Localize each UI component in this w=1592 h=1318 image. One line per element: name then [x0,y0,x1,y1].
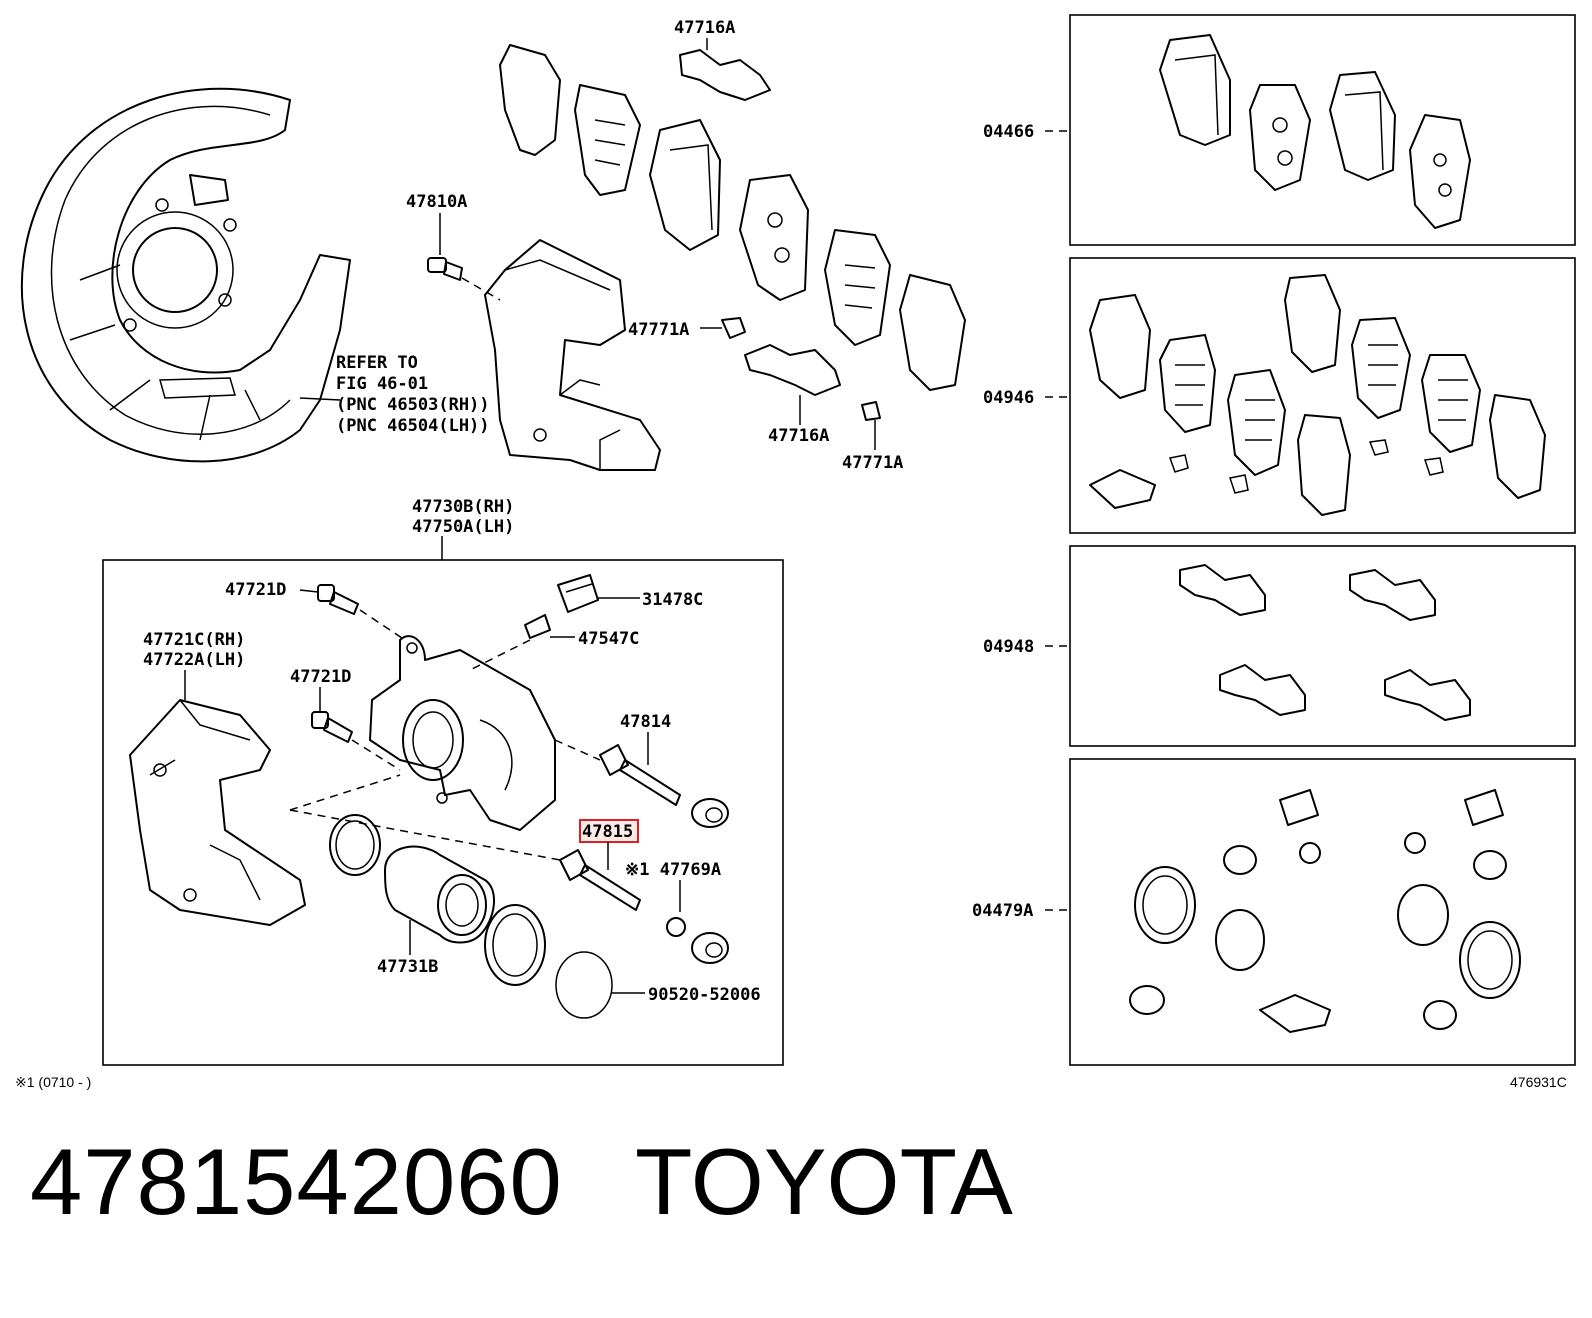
slide-pin-47814-drawing [599,744,681,806]
bleeder-cap-31478c-drawing [557,574,599,613]
kit-box-04479a [1069,758,1576,1066]
label-47721d-mid: 47721D [290,667,351,687]
caliper-body-drawing [369,635,556,831]
part-number: 4781542060 [30,1129,563,1234]
label-47815[interactable]: 47815 [582,822,633,842]
label-47716a-bottom: 47716A [768,426,829,446]
label-47814: 47814 [620,712,671,732]
bolt-47810a-drawing [427,257,463,281]
mounting-bracket-drawing [484,239,661,471]
label-47722a-lh: 47722A(LH) [143,650,245,670]
label-47716a-top: 47716A [674,18,735,38]
label-47750a-lh: 47750A(LH) [412,517,514,537]
label-04948[interactable]: 04948 [983,637,1034,657]
kit-box-04948 [1069,545,1576,747]
label-47730b-rh: 47730B(RH) [412,497,514,517]
label-47771a-right: 47771A [842,453,903,473]
label-47771a-left: 47771A [628,320,689,340]
label-refer-to: REFER TO [336,353,418,373]
label-refer-pnc-lh: (PNC 46504(LH)) [336,416,490,436]
bolt-47721d-mid-drawing [311,711,353,743]
label-04946[interactable]: 04946 [983,388,1034,408]
o-ring-90520-drawing [555,951,613,1019]
label-47721d-top: 47721D [225,580,286,600]
clip-47771a-left-drawing [721,317,746,339]
kit-04948-shims-drawing [1179,564,1471,721]
label-47547c: 47547C [578,629,639,649]
label-47721c-rh: 47721C(RH) [143,630,245,650]
bolt-47721d-top-drawing [317,584,359,615]
caliper-bracket-47721c-drawing [129,699,306,926]
bush-47769a-drawing [666,917,729,964]
label-90520-52006: 90520-52006 [648,985,761,1005]
figure-code: 476931C [1510,1074,1567,1090]
shim-47716a-bottom-drawing [744,344,841,396]
label-47810a: 47810A [406,192,467,212]
label-04479a[interactable]: 04479A [972,901,1033,921]
bleeder-plug-47547c-drawing [524,614,551,639]
label-31478c: 31478C [642,590,703,610]
label-47731b: 47731B [377,957,438,977]
slide-pin-47815-drawing [559,849,641,911]
kit-04466-pads-drawing [1159,34,1471,229]
piston-seal-drawing [329,814,381,876]
dust-shield-drawing [20,87,351,463]
label-04466[interactable]: 04466 [983,122,1034,142]
kit-box-04466 [1069,14,1576,246]
boot-47814-drawing [691,798,729,828]
label-refer-pnc-rh: (PNC 46503(RH)) [336,395,490,415]
label-refer-fig: FIG 46-01 [336,374,428,394]
shim-47716a-top-drawing [679,49,771,101]
highlight-47815 [579,819,639,843]
kit-box-04946 [1069,257,1576,534]
kit-04946-pads-drawing [1089,274,1546,516]
footnote: ※1 (0710 - ) [15,1074,91,1090]
piston-boot-drawing [484,904,546,986]
brand-name: TOYOTA [635,1129,1013,1234]
piston-47731b-drawing [384,845,496,944]
brake-pads-drawing [499,44,966,391]
parts-diagram: REFER TO FIG 46-01 (PNC 46503(RH)) (PNC … [15,14,1576,1090]
kit-04479a-seals-drawing [1129,789,1521,1033]
clip-47771a-right-drawing [861,401,881,421]
label-47769a: ※1 47769A [625,860,721,880]
caliper-assembly-box [102,559,784,1066]
